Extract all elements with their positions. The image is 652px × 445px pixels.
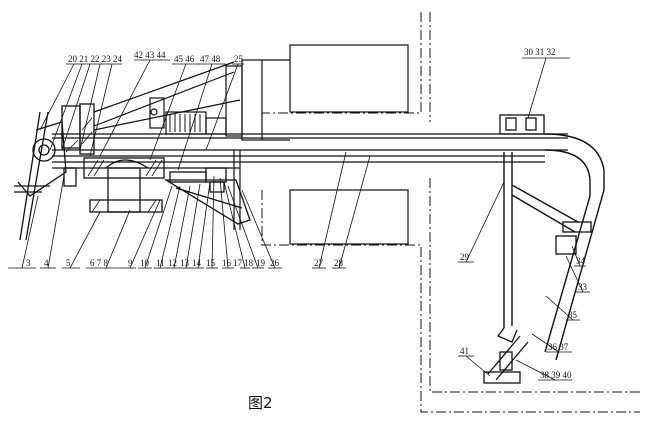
label-9: 9: [128, 258, 133, 268]
label-12: 12: [168, 258, 177, 268]
main-rail: [52, 133, 568, 169]
label-36-37: 36 37: [548, 342, 569, 352]
label-33: 33: [578, 282, 588, 292]
curved-track: [503, 133, 605, 361]
label-26: 26: [270, 258, 280, 268]
label-16: 16: [222, 258, 232, 268]
frame-outline: [261, 12, 640, 413]
top-bracket: [499, 114, 545, 135]
label-30-32: 30 31 32: [524, 47, 556, 57]
label-19: 19: [256, 258, 266, 268]
leader-lines: [8, 57, 590, 381]
label-5: 5: [66, 258, 71, 268]
label-41: 41: [460, 346, 469, 356]
label-34: 34: [576, 256, 586, 266]
label-29: 29: [460, 252, 470, 262]
guide-wedge: [163, 167, 251, 225]
label-18: 18: [244, 258, 254, 268]
label-35: 35: [568, 310, 578, 320]
label-17: 17: [233, 258, 243, 268]
label-45-46: 45 46: [174, 54, 195, 64]
label-14: 14: [192, 258, 202, 268]
label-27: 27: [314, 258, 324, 268]
label-3: 3: [26, 258, 31, 268]
label-42-44: 42 43 44: [134, 50, 166, 60]
label-11: 11: [156, 258, 165, 268]
label-25: 25: [234, 54, 244, 64]
label-4: 4: [44, 258, 49, 268]
figure-caption: 图2: [248, 394, 273, 412]
label-38-40: 38 39 40: [540, 370, 572, 380]
label-28: 28: [334, 258, 344, 268]
label-13: 13: [180, 258, 190, 268]
label-10: 10: [140, 258, 150, 268]
label-6-8: 6 7 8: [90, 258, 109, 268]
label-20-24: 20 21 22 23 24: [68, 54, 123, 64]
lower-block: [289, 189, 409, 245]
left-assembly: [14, 103, 165, 241]
drive-linkage: [93, 59, 290, 230]
label-15: 15: [206, 258, 216, 268]
label-47-48: 47 48: [200, 54, 221, 64]
hatched-sections: [65, 117, 163, 213]
lower-strut: [483, 221, 592, 384]
upper-block: [289, 44, 409, 113]
